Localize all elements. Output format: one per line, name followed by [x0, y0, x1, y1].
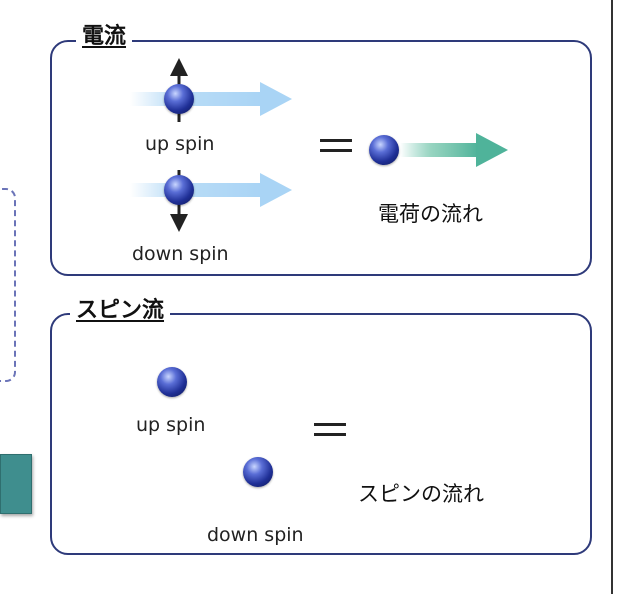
- current-title: 電流: [76, 24, 133, 50]
- up-spin-electron: [164, 84, 194, 114]
- down-spin-electron: [164, 175, 194, 205]
- spin-down-electron: [243, 457, 273, 487]
- charge-electron: [369, 135, 399, 165]
- charge-flow-arrow: [400, 133, 508, 167]
- spin-flow-label: スピンの流れ: [358, 482, 484, 506]
- spin-current-panel: [50, 313, 592, 555]
- charge-flow-label: 電荷の流れ: [378, 202, 483, 226]
- spin-up-label: up spin: [136, 414, 206, 436]
- teal-side-button[interactable]: [0, 454, 32, 514]
- left-dashed-frame: [0, 188, 16, 382]
- current-panel: [50, 40, 592, 276]
- spin-down-label: down spin: [207, 524, 304, 546]
- current-down-spin-label: down spin: [132, 243, 229, 265]
- spin-current-title: スピン流: [70, 298, 171, 324]
- spin-up-electron: [157, 367, 187, 397]
- down-spin-flow-arrow: [130, 173, 292, 207]
- spin-equals-sign: ＝: [308, 406, 352, 457]
- current-equals-sign: ＝: [314, 122, 358, 173]
- up-spin-flow-arrow: [130, 82, 292, 116]
- current-up-spin-label: up spin: [145, 133, 215, 155]
- right-edge-line: [611, 0, 613, 594]
